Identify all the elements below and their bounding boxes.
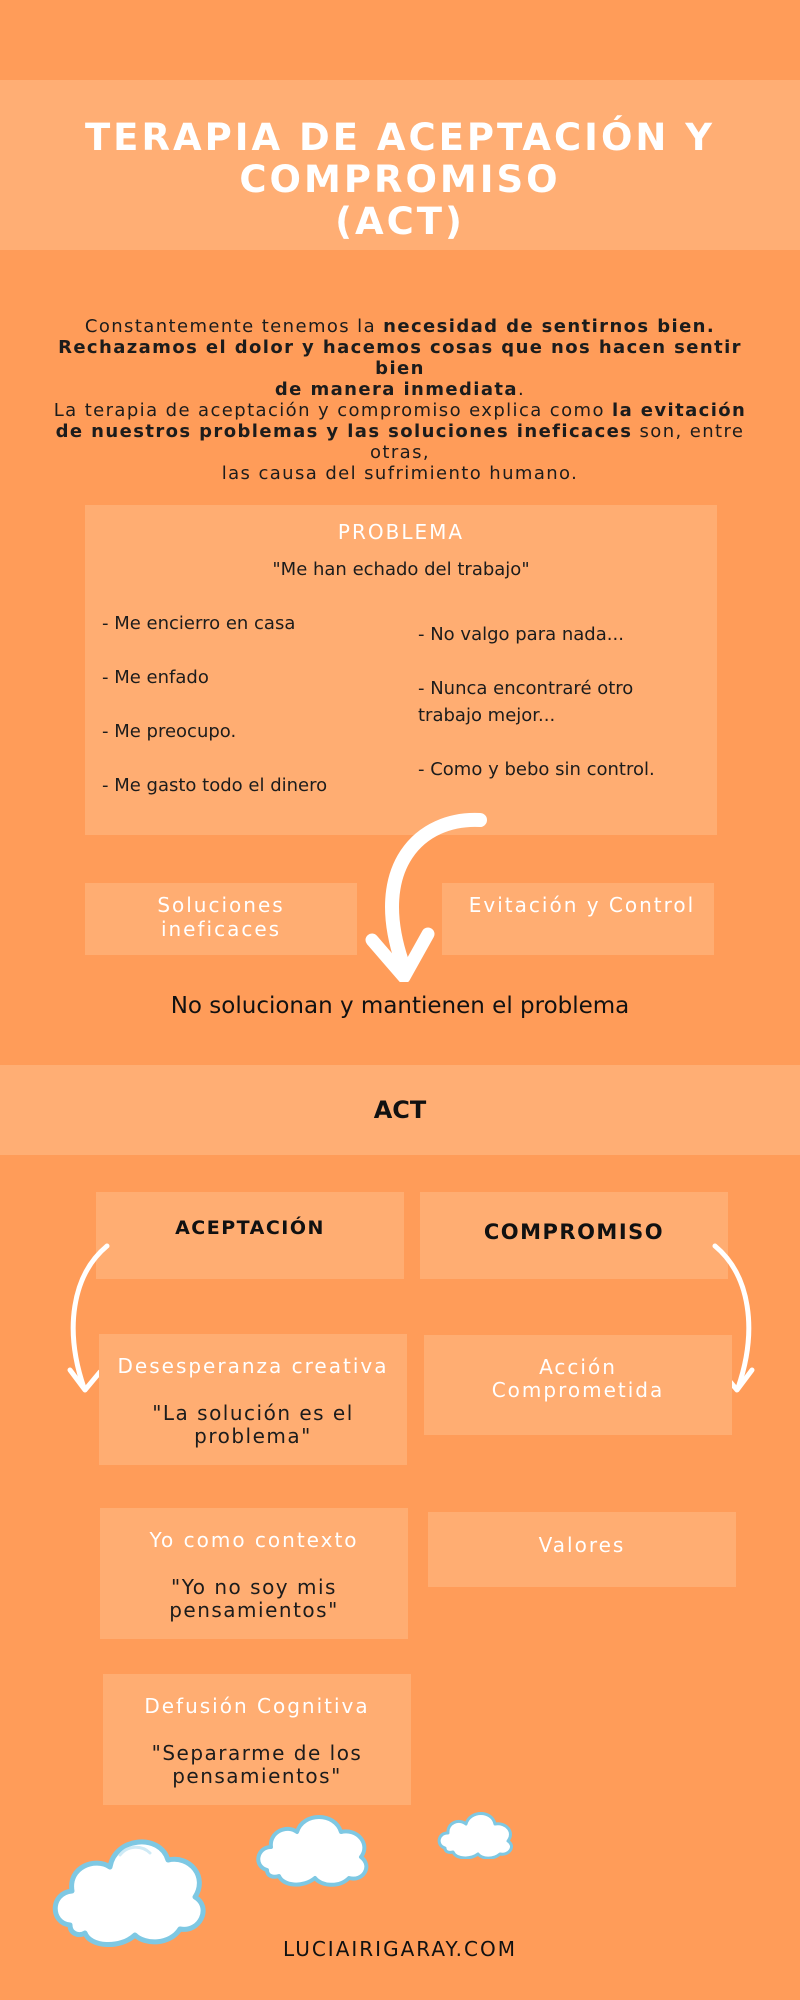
title-band: TERAPIA DE ACEPTACIÓN Y COMPROMISO (ACT) [0,80,800,250]
intro-text: Constantemente tenemos la [84,316,384,337]
intro-text: . [517,379,526,400]
desesperanza-title: Desesperanza creativa [117,1354,389,1378]
page-title-line-2: COMPROMISO [239,158,561,201]
defusion-quote-line-2: pensamientos" [172,1764,342,1788]
conclusion-text: No solucionan y mantienen el problema [170,993,630,1019]
desesperanza-box: Desesperanza creativa "La solución es el… [99,1334,407,1465]
problem-quote: "Me han echado del trabajo" [272,559,530,580]
intro-paragraph-1: Constantemente tenemos la necesidad de s… [40,316,760,400]
cloud-icon [437,1812,513,1859]
compromiso-label: COMPROMISO [483,1220,665,1244]
yo-contexto-box: Yo como contexto "Yo no soy mis pensamie… [100,1508,408,1639]
intro-bold-text: la evitación [612,400,747,421]
problem-right-item: - Como y bebo sin control. [418,759,655,780]
cloud-icon [256,1815,369,1887]
page-title-line-1: TERAPIA DE ACEPTACIÓN Y [84,116,716,159]
problem-left-item: - Me enfado [102,667,209,688]
evitacion-control-box: Evitación y Control [442,883,714,955]
intro-bold-text: de nuestros problemas y las soluciones i… [55,421,633,442]
aceptacion-box: ACEPTACIÓN [96,1192,404,1279]
desesperanza-quote-line-1: "La solución es el [152,1401,354,1425]
valores-label: Valores [538,1533,626,1557]
problem-heading: PROBLEMA [337,520,465,544]
defusion-title: Defusión Cognitiva [144,1694,370,1718]
evitacion-label: Evitación y Control [468,893,696,917]
problem-left-item: - Me encierro en casa [102,613,296,634]
problem-right-item: - Nunca encontraré otro [418,678,634,699]
accion-comprometida-box: Acción Comprometida [424,1335,732,1435]
accion-label-line-1: Acción [539,1355,617,1379]
footer-site: LUCIAIRIGARAY.COM [283,1937,517,1961]
intro-bold-text: necesidad de sentirnos bien. [383,316,716,337]
valores-box: Valores [428,1512,736,1587]
intro-text: las causa del sufrimiento humano. [221,463,579,484]
curved-arrow-icon [365,812,487,982]
intro-paragraph-2: La terapia de aceptación y compromiso ex… [40,400,760,484]
yo-contexto-title: Yo como contexto [149,1528,359,1552]
intro-bold-text: Rechazamos el dolor y hacemos cosas que … [58,337,742,379]
yo-contexto-quote-line-1: "Yo no soy mis [171,1575,337,1599]
act-band-title: ACT [373,1096,427,1124]
cloud-icon [52,1839,206,1948]
defusion-quote-line-1: "Separarme de los [151,1741,363,1765]
compromiso-box: COMPROMISO [420,1192,728,1279]
act-band: ACT [0,1065,800,1155]
defusion-box: Defusión Cognitiva "Separarme de los pen… [103,1674,411,1805]
accion-label-line-2: Comprometida [491,1378,665,1402]
soluciones-label-line-2: ineficaces [160,917,282,941]
page-title-line-3: (ACT) [335,200,465,243]
intro-bold-text: de manera inmediata [274,379,518,400]
yo-contexto-quote-line-2: pensamientos" [169,1598,339,1622]
soluciones-ineficaces-box: Soluciones ineficaces [85,883,357,955]
desesperanza-quote-line-2: problema" [194,1424,312,1448]
intro-text: son, entre otras, [369,421,745,463]
problem-right-item: - No valgo para nada... [418,624,624,645]
aceptacion-label: ACEPTACIÓN [175,1217,325,1239]
problem-right-item: trabajo mejor... [418,705,556,726]
soluciones-label-line-1: Soluciones [157,893,285,917]
problem-left-item: - Me preocupo. [102,721,237,742]
problem-left-item: - Me gasto todo el dinero [102,775,328,796]
intro-text: La terapia de aceptación y compromiso ex… [53,400,612,421]
problem-box: PROBLEMA "Me han echado del trabajo" - M… [85,505,717,835]
curved-arrow-icon [67,1243,110,1393]
